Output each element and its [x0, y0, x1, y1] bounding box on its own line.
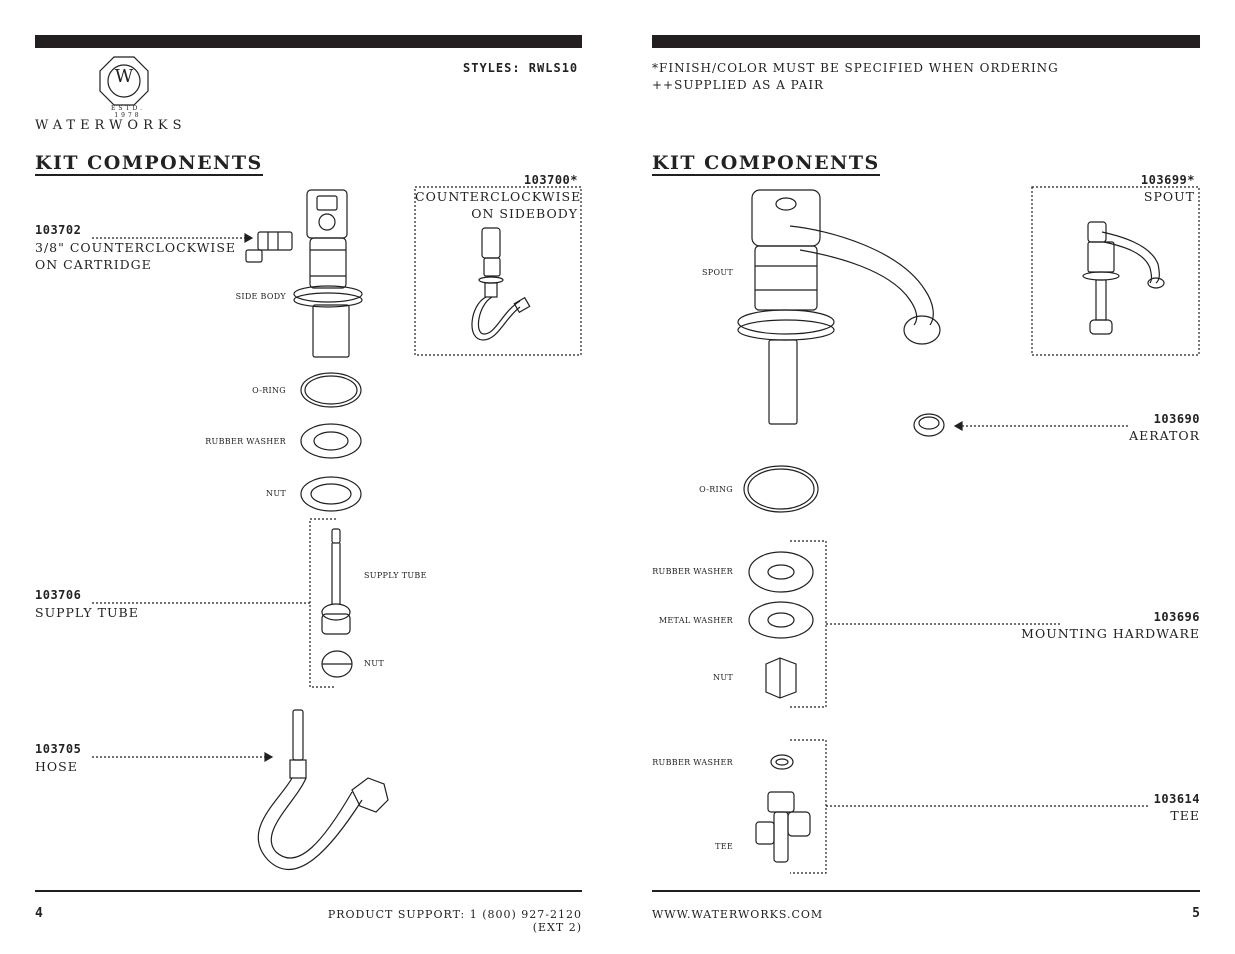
footer-product-support: PRODUCT SUPPORT: 1 (800) 927-2120 (EXT 2… [327, 908, 582, 934]
faucet-spout-icon [737, 189, 941, 425]
part-number-103700: 103700* [523, 173, 578, 187]
label-nut-right: NUT [713, 673, 733, 682]
aerator-icon [913, 413, 945, 437]
supply-tube-icon [321, 528, 351, 635]
footer-rule-right [652, 890, 1200, 892]
part-desc-103702-line2: ON CARTRIDGE [35, 257, 152, 272]
label-metal-washer: METAL WASHER [658, 616, 733, 625]
label-rubber-washer-right: RUBBER WASHER [652, 567, 733, 576]
label-side-body: SIDE BODY [235, 292, 286, 301]
supply-nut-icon [321, 650, 353, 678]
label-spout: SPOUT [702, 268, 733, 277]
note-finish: *FINISH/COLOR MUST BE SPECIFIED WHEN ORD… [652, 61, 1059, 75]
part-number-103702: 103702 [35, 223, 82, 237]
label-o-ring: O-RING [252, 386, 286, 395]
part-number-103696: 103696 [1153, 610, 1200, 624]
label-tee: TEE [715, 842, 733, 851]
o-ring-right-icon [743, 465, 819, 513]
left-heading: KIT COMPONENTS [35, 152, 263, 176]
part-desc-103702-line1: 3/8" COUNTERCLOCKWISE [35, 240, 237, 255]
rubber-washer-icon [300, 423, 362, 459]
right-heading: KIT COMPONENTS [652, 152, 880, 176]
tee-icon [755, 791, 811, 863]
part-number-103614: 103614 [1153, 792, 1200, 806]
part-desc-103690: AERATOR [1129, 428, 1200, 443]
logo-est: ESTD. 1978 [111, 105, 145, 119]
label-nut: NUT [266, 489, 286, 498]
o-ring-icon [300, 372, 362, 408]
logo-icon [99, 56, 149, 106]
label-rubber-washer-tee: RUBBER WASHER [652, 758, 733, 767]
logo-wordmark: WATERWORKS [35, 118, 187, 133]
logo-monogram: W [114, 66, 134, 87]
footer-website[interactable]: WWW.WATERWORKS.COM [652, 908, 824, 921]
part-number-103690: 103690 [1153, 412, 1200, 426]
part-desc-103696: MOUNTING HARDWARE [1021, 626, 1200, 641]
side-body-icon [293, 189, 363, 358]
rubber-washer-right-icon [748, 551, 814, 593]
styles-label: STYLES: RWLS10 [463, 61, 579, 75]
part-desc-103705: HOSE [35, 759, 78, 774]
label-nut-2: NUT [364, 659, 384, 668]
part-number-103699: 103699* [1140, 173, 1195, 187]
metal-washer-icon [748, 601, 814, 639]
part-desc-103700-line2: ON SIDEBODY [471, 206, 578, 221]
footer-rule-left [35, 890, 582, 892]
part-number-103706: 103706 [35, 588, 82, 602]
top-bar-right [652, 35, 1200, 48]
part-desc-103706: SUPPLY TUBE [35, 605, 139, 620]
cartridge-icon [245, 231, 293, 263]
page-number-right: 5 [1192, 906, 1200, 921]
spout-assembly-icon [1082, 221, 1165, 335]
part-desc-103700-line1: COUNTERCLOCKWISE [415, 189, 582, 204]
rubber-washer-tee-icon [770, 754, 794, 770]
part-desc-103614: TEE [1170, 808, 1200, 823]
label-o-ring-right: O-RING [699, 485, 733, 494]
nut-icon [300, 476, 362, 512]
nut-right-icon [765, 657, 797, 699]
page-number-left: 4 [35, 906, 43, 921]
label-supply-tube: SUPPLY TUBE [364, 571, 427, 580]
note-pair: ++SUPPLIED AS A PAIR [652, 78, 825, 92]
label-rubber-washer: RUBBER WASHER [205, 437, 286, 446]
sidebody-assembly-icon [471, 227, 531, 341]
part-number-103705: 103705 [35, 742, 82, 756]
hose-icon [257, 709, 389, 871]
top-bar-left [35, 35, 582, 48]
part-desc-103699: SPOUT [1143, 189, 1195, 204]
